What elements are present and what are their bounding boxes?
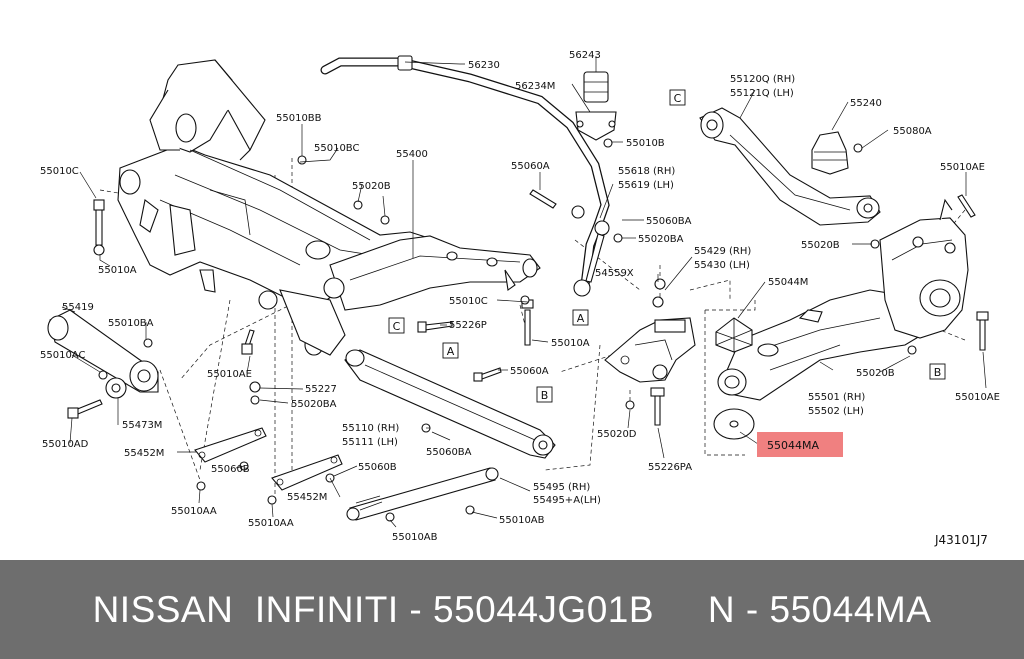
- bracket-55452m: [194, 427, 343, 491]
- suspension-parts-diagram: C C A A B B 56230 56243 56234M 55010B 55…: [40, 50, 1000, 547]
- rear-knuckle: [879, 198, 969, 339]
- label-55010ae-left: 55010AE: [207, 369, 252, 380]
- label-55010aa-b: 55010AA: [248, 518, 294, 529]
- label-55226p: 55226P: [449, 320, 487, 331]
- label-55618: 55618 (RH): [618, 166, 675, 177]
- label-55010ae-top: 55010AE: [940, 162, 985, 173]
- label-55010ba: 55010BA: [108, 318, 154, 329]
- rear-lower-link-55419: [47, 309, 159, 399]
- label-55010ab-bottom: 55010AB: [392, 532, 438, 543]
- leader-lines: [61, 56, 987, 528]
- label-55044ma: 55044MA: [767, 439, 819, 452]
- fasteners: [67, 138, 989, 522]
- label-55060a-top: 55060A: [511, 161, 550, 172]
- label-55502: 55502 (LH): [808, 406, 864, 417]
- marker-b-mid: B: [541, 389, 549, 402]
- upper-arm-55120q: [699, 107, 881, 226]
- label-55120q: 55120Q (RH): [730, 74, 795, 85]
- label-55010bc-top: 55010BC: [314, 143, 359, 154]
- label-55010aa-a: 55010AA: [171, 506, 217, 517]
- lower-arm-55110: [344, 349, 556, 459]
- tension-rod-55495: [346, 467, 499, 521]
- label-55044m: 55044M: [768, 277, 808, 288]
- label-55111: 55111 (LH): [342, 437, 398, 448]
- label-55010ac: 55010AC: [40, 350, 85, 361]
- label-55020b-low: 55020B: [856, 368, 895, 379]
- label-55619: 55619 (LH): [618, 180, 674, 191]
- bracket-55429: [604, 296, 696, 383]
- label-55495a: 55495+A(LH): [533, 495, 601, 506]
- label-55060ba-top: 55060BA: [646, 216, 692, 227]
- label-55010b: 55010B: [626, 138, 665, 149]
- label-56234m: 56234M: [515, 81, 555, 92]
- marker-c-top: C: [674, 92, 682, 105]
- part-labels: 56230 56243 56234M 55010B 55060A 55618 (…: [40, 50, 1000, 547]
- stabilizer-bushing: [575, 71, 617, 141]
- label-54559x: 54559X: [595, 268, 634, 279]
- lower-arm-55501: [724, 289, 931, 401]
- marker-b-right: B: [934, 366, 942, 379]
- label-55473m: 55473M: [122, 420, 162, 431]
- bushing-55044ma: [713, 408, 755, 440]
- bump-stop-55240: [811, 131, 849, 175]
- caption-bar: NISSAN INFINITI - 55044JG01B N - 55044MA: [0, 560, 1024, 659]
- label-56230: 56230: [468, 60, 500, 71]
- label-55020b-right: 55020B: [801, 240, 840, 251]
- label-55020ba-mid: 55020BA: [291, 399, 337, 410]
- label-55010c-mid: 55010C: [449, 296, 488, 307]
- label-55430: 55430 (LH): [694, 260, 750, 271]
- label-55020ba-top: 55020BA: [638, 234, 684, 245]
- label-55226pa: 55226PA: [648, 462, 692, 473]
- label-55080a: 55080A: [893, 126, 932, 137]
- label-55060b-b: 55060B: [358, 462, 397, 473]
- highlight-box: [757, 432, 843, 457]
- marker-a-mid: A: [447, 345, 455, 358]
- label-55010a-mid: 55010A: [551, 338, 590, 349]
- marker-c-mid: C: [393, 320, 401, 333]
- label-55020d: 55020D: [597, 429, 637, 440]
- upper-link-55400: [323, 235, 541, 311]
- label-55240: 55240: [850, 98, 882, 109]
- label-55020b-top: 55020B: [352, 181, 391, 192]
- label-55419: 55419: [62, 302, 94, 313]
- label-55429: 55429 (RH): [694, 246, 751, 257]
- label-55010bb: 55010BB: [276, 113, 322, 124]
- label-55060a-mid: 55060A: [510, 366, 549, 377]
- label-55495: 55495 (RH): [533, 482, 590, 493]
- marker-a-right: A: [577, 312, 585, 325]
- label-55010ae-right: 55010AE: [955, 392, 1000, 403]
- diagram-ref-code: J43101J7: [934, 533, 988, 547]
- stabilizer-bar: [320, 55, 610, 290]
- part-number-caption: NISSAN INFINITI - 55044JG01B N - 55044MA: [92, 588, 932, 630]
- label-55501: 55501 (RH): [808, 392, 865, 403]
- label-55110: 55110 (RH): [342, 423, 399, 434]
- stabilizer-link: [571, 205, 610, 297]
- label-55010ad: 55010AD: [42, 439, 89, 450]
- label-55010c-left: 55010C: [40, 166, 79, 177]
- section-markers: C C A A B B: [388, 89, 946, 403]
- label-55060b-a: 55060B: [211, 464, 250, 475]
- label-55010ab-right: 55010AB: [499, 515, 545, 526]
- label-55010a-left: 55010A: [98, 265, 137, 276]
- label-55060ba-bot: 55060BA: [426, 447, 472, 458]
- label-55452m-a: 55452M: [124, 448, 164, 459]
- label-55400: 55400: [396, 149, 428, 160]
- label-55227: 55227: [305, 384, 337, 395]
- label-56243: 56243: [569, 50, 601, 61]
- label-55452m-b: 55452M: [287, 492, 327, 503]
- label-55121q: 55121Q (LH): [730, 88, 794, 99]
- bushing-55044m: [715, 317, 753, 396]
